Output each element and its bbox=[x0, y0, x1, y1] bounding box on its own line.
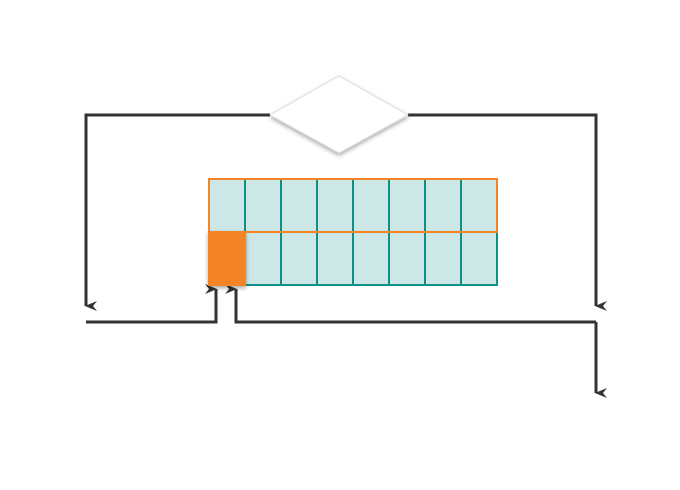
grid-cell bbox=[424, 178, 462, 233]
left-branch-connector bbox=[84, 113, 270, 311]
left-input-connector bbox=[86, 284, 218, 324]
decision-diamond bbox=[269, 75, 409, 154]
grid-cell bbox=[388, 178, 426, 233]
grid-cell bbox=[352, 231, 390, 286]
grid-cell bbox=[460, 231, 498, 286]
grid-cell bbox=[424, 231, 462, 286]
grid-cell bbox=[280, 178, 318, 233]
active-cell bbox=[208, 231, 246, 286]
grid-cell bbox=[460, 178, 498, 233]
right-input-connector bbox=[225, 284, 596, 324]
grid-cell bbox=[316, 231, 354, 286]
grid-cell bbox=[388, 231, 426, 286]
grid-cell bbox=[316, 178, 354, 233]
highlighted-row-outline bbox=[208, 178, 498, 233]
memory-grid bbox=[208, 178, 498, 286]
right-branch-connector bbox=[408, 113, 607, 311]
grid-cell bbox=[244, 178, 282, 233]
grid-cell bbox=[280, 231, 318, 286]
grid-cell bbox=[208, 178, 246, 233]
grid-cell bbox=[244, 231, 282, 286]
grid-cell bbox=[352, 178, 390, 233]
